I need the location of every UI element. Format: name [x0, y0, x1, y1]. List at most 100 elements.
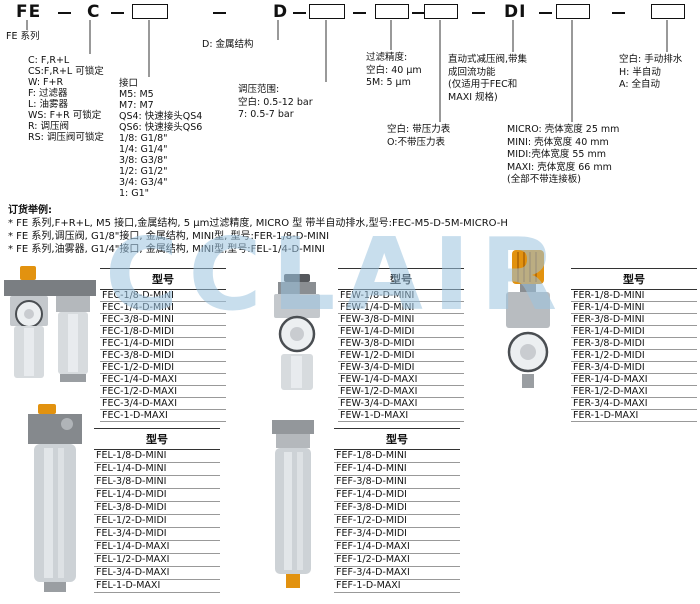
- ordering-example: * FE 系列,F+R+L, M5 接口,金属结构, 5 μm过滤精度, MIC…: [8, 218, 508, 229]
- table-row: FER-1/4-D-MIDI: [571, 326, 697, 338]
- note-line: 直动式减压阀,带集: [448, 54, 528, 65]
- option-line: A: 全自动: [619, 79, 661, 90]
- product-image-fec-combo: [4, 266, 96, 382]
- code-box-gauge: [424, 4, 458, 19]
- ordering-title: 订货举例:: [8, 205, 52, 216]
- option-line: MIDI:壳体宽度 55 mm: [507, 149, 606, 160]
- option-line: R: 调压阀: [28, 121, 70, 132]
- code-dash: [472, 12, 485, 14]
- option-line: 1/8: G1/8": [119, 133, 168, 144]
- code-dash: [412, 12, 425, 14]
- option-line: O:不带压力表: [387, 136, 446, 148]
- option-line: F: 过滤器: [28, 88, 68, 99]
- table-row: FEC-1/2-D-MIDI: [100, 362, 226, 374]
- code-dash: [213, 12, 226, 14]
- product-image-fel-lubricator: [28, 404, 82, 592]
- table-row: FEL-3/8-D-MIDI: [94, 502, 220, 515]
- ordering-example: * FE 系列,油雾器, G1/4"接口, 金属结构, MINI型,型号:FEL…: [8, 244, 325, 255]
- ordering-example: * FE 系列,调压阀, G1/8"接口, 金属结构, MINI型, 型号:FE…: [8, 231, 330, 242]
- code-box-filtration: [375, 4, 409, 19]
- option-line: L: 油雾器: [28, 99, 69, 110]
- option-line: QS4: 快速接头QS4: [119, 111, 203, 122]
- table-header: 型号: [571, 268, 697, 290]
- table-row: FEL-3/8-D-MINI: [94, 476, 220, 489]
- code-dash: [293, 12, 306, 14]
- option-line: 接口: [119, 78, 139, 89]
- table-row: FEF-1/8-D-MINI: [334, 450, 460, 463]
- table-row: FEC-1/4-D-MINI: [100, 302, 226, 314]
- code-dash: [353, 12, 366, 14]
- option-line: 3/8: G3/8": [119, 155, 168, 166]
- table-row: FEC-1/8-D-MIDI: [100, 326, 226, 338]
- option-line: C: F,R+L: [28, 55, 70, 66]
- option-line: 空白: 40 μm: [366, 64, 422, 76]
- option-line: M5: M5: [119, 89, 154, 100]
- option-line: 7: 0.5-7 bar: [238, 109, 294, 120]
- table-row: FEW-1/4-D-MAXI: [338, 374, 464, 386]
- table-row: FER-1-D-MAXI: [571, 410, 697, 422]
- option-line: CS:F,R+L 可锁定: [28, 66, 104, 77]
- table-row: FEW-3/8-D-MINI: [338, 314, 464, 326]
- option-line: RS: 调压阀可锁定: [28, 132, 104, 143]
- table-row: FEL-1/2-D-MIDI: [94, 515, 220, 528]
- option-line: (全部不带连接板): [507, 174, 581, 185]
- table-row: FEF-1/2-D-MAXI: [334, 554, 460, 567]
- table-row: FEL-1-D-MAXI: [94, 580, 220, 593]
- table-row: FEW-1/4-D-MIDI: [338, 326, 464, 338]
- table-row: FEF-1/4-D-MINI: [334, 463, 460, 476]
- table-row: FEW-1/2-D-MIDI: [338, 350, 464, 362]
- code-di-letter: DI: [504, 2, 527, 22]
- option-line: 1/2: G1/2": [119, 166, 168, 177]
- table-row: FEF-3/4-D-MIDI: [334, 528, 460, 541]
- code-dash: [612, 12, 625, 14]
- product-image-fer-regulator: [506, 250, 550, 388]
- table-row: FER-3/8-D-MIDI: [571, 338, 697, 350]
- option-line: 过滤精度:: [366, 52, 408, 63]
- table-row: FEC-3/8-D-MINI: [100, 314, 226, 326]
- option-line: 空白: 手动排水: [619, 54, 683, 65]
- note-line: (仅适用于FEC和: [448, 79, 518, 90]
- table-row: FEF-1/2-D-MIDI: [334, 515, 460, 528]
- table-row: FEF-1-D-MAXI: [334, 580, 460, 593]
- option-line: 3/4: G3/4": [119, 177, 168, 188]
- table-header: 型号: [100, 268, 226, 290]
- table-row: FEF-1/4-D-MAXI: [334, 541, 460, 554]
- ordering-example-list: * FE 系列,F+R+L, M5 接口,金属结构, 5 μm过滤精度, MIC…: [8, 217, 508, 256]
- product-image-few-filter-regulator: [274, 274, 320, 390]
- table-row: FER-1/4-D-MAXI: [571, 374, 697, 386]
- table-row: FEW-3/4-D-MAXI: [338, 398, 464, 410]
- note-line: MAXI 规格): [448, 91, 498, 103]
- product-image-fef-filter: [272, 420, 314, 588]
- code-dash: [539, 12, 552, 14]
- table-row: FEF-1/4-D-MIDI: [334, 489, 460, 502]
- option-line: MAXI: 壳体宽度 66 mm: [507, 161, 612, 173]
- table-row: FEF-3/8-D-MIDI: [334, 502, 460, 515]
- table-row: FEC-1/4-D-MIDI: [100, 338, 226, 350]
- ordering-examples: 订货举例: * FE 系列,F+R+L, M5 接口,金属结构, 5 μm过滤精…: [8, 204, 508, 256]
- code-dash: [111, 12, 124, 14]
- table-row: FEC-1/8-D-MINI: [100, 290, 226, 302]
- code-box-size: [556, 4, 590, 19]
- series-label: FE 系列: [6, 31, 40, 42]
- code-dash: [58, 12, 71, 14]
- option-line: WS: F+R 可锁定: [28, 110, 102, 121]
- structure-label: D: 金属结构: [202, 39, 254, 50]
- table-row: FEL-3/4-D-MAXI: [94, 567, 220, 580]
- table-row: FEC-3/4-D-MAXI: [100, 398, 226, 410]
- option-line: MICRO: 壳体宽度 25 mm: [507, 124, 620, 135]
- code-box-port: [132, 4, 168, 19]
- table-row: FEC-1/2-D-MAXI: [100, 386, 226, 398]
- table-row: FER-1/4-D-MINI: [571, 302, 697, 314]
